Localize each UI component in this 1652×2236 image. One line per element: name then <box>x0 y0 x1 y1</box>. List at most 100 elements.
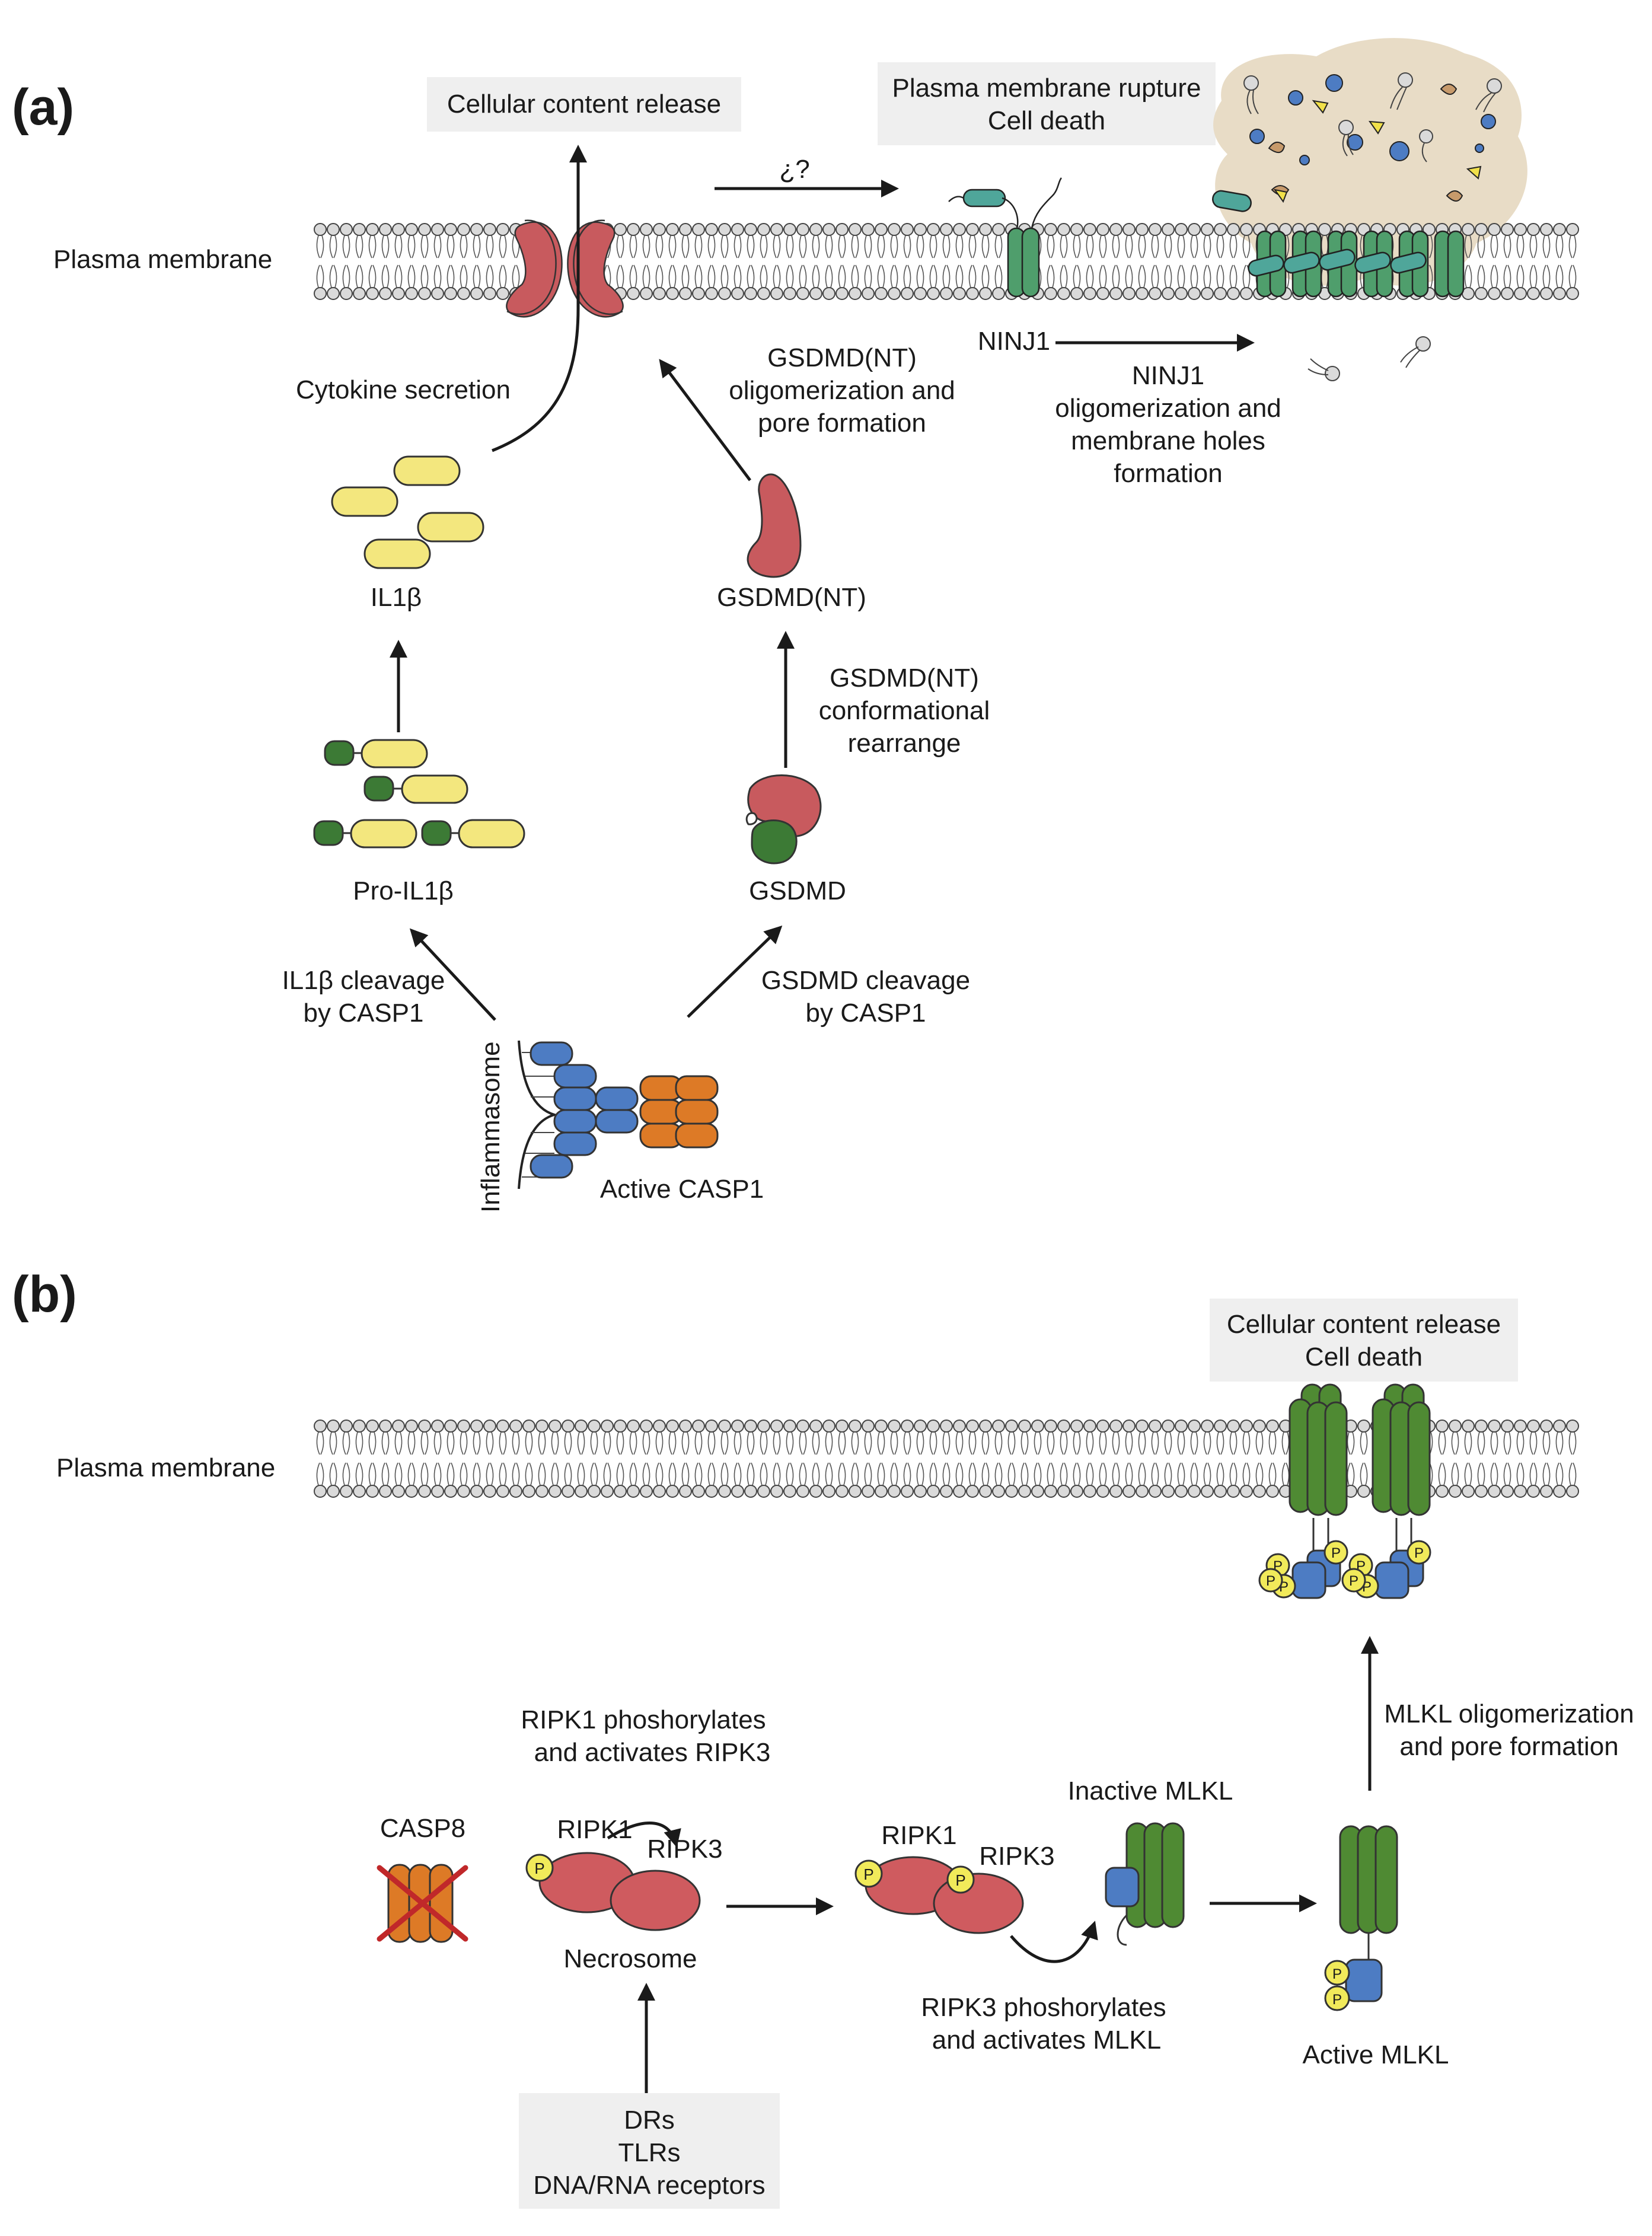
lipid-tail <box>655 1431 664 1486</box>
lipid-tail <box>1464 235 1472 288</box>
lipid-head <box>679 1485 692 1498</box>
lipid-tail <box>1555 235 1564 288</box>
lipid-head <box>822 1485 835 1498</box>
lipid-head <box>353 287 366 300</box>
lipid-tail <box>316 1431 324 1486</box>
lipid-tail <box>1529 1431 1538 1486</box>
lipid-head <box>770 223 783 236</box>
il1b-molecule <box>363 538 431 569</box>
lipid-head <box>1162 1485 1175 1498</box>
free-lipid <box>1475 78 1502 113</box>
lipid-head <box>862 287 875 300</box>
lipid-head <box>809 223 822 236</box>
lipid-head <box>379 287 392 300</box>
phospho-group <box>1324 1985 1350 2011</box>
lipid-tail <box>1555 1431 1564 1486</box>
particle <box>1325 74 1343 92</box>
lipid-tail <box>720 235 729 288</box>
gsdmd-full <box>745 774 822 865</box>
lipid-head <box>614 223 627 236</box>
gsdmd-oligo-line1: GSDMD(NT) <box>767 343 917 372</box>
lipid-head <box>1566 1420 1579 1433</box>
lipid-head <box>731 287 744 300</box>
lipid-head <box>888 287 901 300</box>
lipid-head <box>653 287 666 300</box>
lipid-head <box>366 223 379 236</box>
lipid-head <box>757 1420 770 1433</box>
active-casp1-label: Active CASP1 <box>600 1175 764 1204</box>
lipid-head <box>1475 1485 1488 1498</box>
lipid-head <box>1188 223 1201 236</box>
ninj1-amphipathic-helix <box>1390 251 1427 274</box>
lipid-tail <box>1568 235 1577 288</box>
mlkl-oligo-line2: and pore formation <box>1399 1732 1618 1761</box>
gsdmd-cleavage-line1: GSDMD cleavage <box>761 966 970 995</box>
gsdmd-nt-fragment <box>747 473 802 578</box>
lipid-head <box>314 1485 327 1498</box>
lipid-head <box>783 287 796 300</box>
release-b-line2: Cell death <box>1305 1342 1423 1371</box>
lipid-head <box>1514 1485 1527 1498</box>
lipid-head <box>1122 1485 1136 1498</box>
lipid-tail <box>381 1431 390 1486</box>
ninj1-oligo-line3: membrane holes <box>1071 426 1265 455</box>
lipid-head <box>535 1420 548 1433</box>
lipid-head <box>692 223 705 236</box>
lipid-head <box>1540 1420 1553 1433</box>
lipid-head <box>692 287 705 300</box>
lipid-tail <box>668 235 677 288</box>
lipid-head <box>653 223 666 236</box>
lipid-head <box>405 1420 418 1433</box>
particle <box>1347 134 1363 151</box>
lipid-head <box>1044 223 1057 236</box>
lipid-head <box>405 1485 418 1498</box>
inflammasome-label: Inflammasome <box>476 1041 505 1213</box>
lipid-head <box>1553 1485 1566 1498</box>
ripk3-to-mlkl-curved-arrow <box>1010 1921 1098 1963</box>
mlkl-helix <box>1161 1822 1185 1928</box>
particle <box>1446 190 1463 202</box>
lipid-head <box>953 223 966 236</box>
ninj1-oligomer <box>1212 190 1465 298</box>
lipid-head <box>562 1420 575 1433</box>
mlkl-pore-phospho <box>1341 1568 1366 1593</box>
lipid-tail <box>707 235 716 288</box>
il1b-cleavage-arrow <box>409 928 496 1021</box>
lipid-head <box>653 1420 666 1433</box>
lipid-head <box>1527 223 1540 236</box>
lipid-head <box>666 1420 679 1433</box>
lipid-head <box>353 223 366 236</box>
lipid-head <box>809 287 822 300</box>
particle <box>1440 84 1458 95</box>
rupture-label-line2: Cell death <box>988 106 1105 135</box>
lipid-tail <box>1242 1431 1251 1486</box>
lipid-tail <box>1490 235 1498 288</box>
lipid-head <box>340 287 353 300</box>
lipid-head <box>1488 223 1501 236</box>
lipid-head <box>718 223 731 236</box>
lipid-head <box>1044 287 1057 300</box>
mlkl-helix <box>1374 1825 1398 1934</box>
lipid-tail <box>799 1431 807 1486</box>
lipid-tail <box>368 235 377 288</box>
lipid-head <box>1070 1420 1083 1433</box>
lipid-head <box>992 1485 1005 1498</box>
lipid-head <box>796 287 809 300</box>
lipid-head <box>1188 1420 1201 1433</box>
free-lipid <box>1400 336 1431 368</box>
lipid-head <box>1566 223 1579 236</box>
lipid-tail <box>981 1431 990 1486</box>
lipid-head <box>457 287 470 300</box>
pro-il1b-mature-domain <box>361 739 428 768</box>
lipid-head <box>418 1420 431 1433</box>
lipid-head <box>601 1420 614 1433</box>
ripk1-act-line1: RIPK1 phoshorylates <box>521 1705 766 1734</box>
lipid-head <box>470 1485 483 1498</box>
lipid-tail <box>1203 1431 1211 1486</box>
ninj1-oligo-line2: oligomerization and <box>1055 394 1281 423</box>
ninj1-amphipathic-helix <box>1283 251 1320 274</box>
lipid-head <box>1318 223 1331 236</box>
lipid-head <box>1070 1485 1083 1498</box>
lipid-tail <box>916 1431 924 1486</box>
lipid-head <box>757 223 770 236</box>
